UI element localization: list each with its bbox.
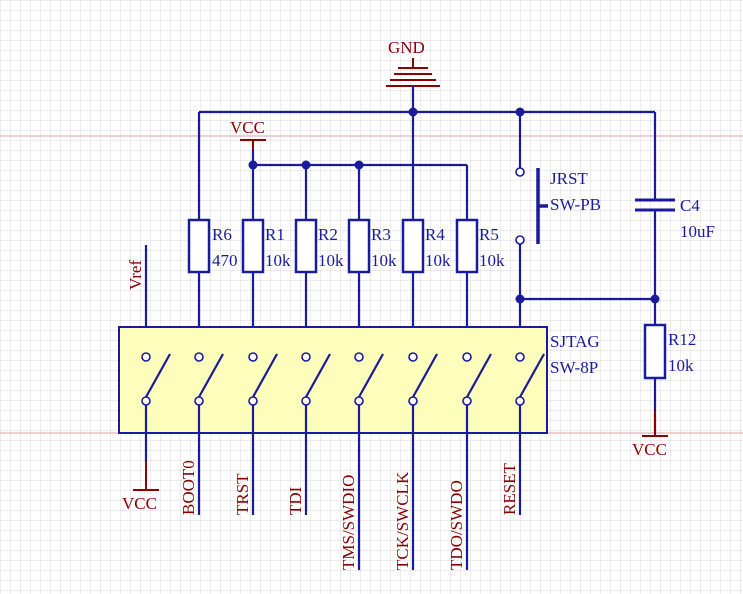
signal-tdi: TDI	[286, 486, 305, 515]
sjtag-ref: SJTAG	[550, 332, 600, 351]
signal-tdo-swdo: TDO/SWDO	[447, 480, 466, 570]
resistor-r2	[294, 218, 318, 357]
resistor-r12	[643, 323, 667, 433]
vcc-top-symbol	[240, 139, 266, 150]
jrst-value: SW-PB	[550, 195, 601, 214]
resistor-r4	[401, 218, 425, 357]
capacitor-c4	[635, 198, 675, 325]
r4-ref: R4	[425, 225, 445, 244]
junction-dot	[248, 160, 258, 170]
vcc-top-label: VCC	[230, 118, 265, 137]
r4-value: 10k	[425, 251, 451, 270]
signal-reset: RESET	[500, 462, 519, 515]
r5-ref: R5	[479, 225, 499, 244]
r2-ref: R2	[318, 225, 338, 244]
r2-value: 10k	[318, 251, 344, 270]
vcc-bottom-right-label: VCC	[632, 440, 667, 459]
r6-value: 470	[212, 251, 238, 270]
dip-channel-1	[141, 352, 171, 406]
vref-net-label: Vref	[126, 260, 145, 290]
resistor-r6	[187, 218, 211, 357]
vcc-bottom-left-symbol	[133, 462, 159, 491]
junction-dot	[515, 107, 525, 117]
r1-ref: R1	[265, 225, 285, 244]
signal-tck-swclk: TCK/SWCLK	[393, 471, 412, 570]
gnd-symbol	[386, 58, 440, 112]
r12-ref: R12	[668, 330, 696, 349]
vcc-bottom-right-symbol	[642, 410, 668, 437]
jrst-ref: JRST	[550, 169, 588, 188]
c4-ref: C4	[680, 196, 700, 215]
r1-value: 10k	[265, 251, 291, 270]
signal-tms-swdio: TMS/SWDIO	[339, 475, 358, 570]
r6-ref: R6	[212, 225, 232, 244]
junction-dot	[515, 294, 525, 304]
signal-boot0: BOOT0	[179, 460, 198, 515]
dip-channel-8	[515, 352, 545, 406]
junction-dot	[408, 107, 418, 117]
r5-value: 10k	[479, 251, 505, 270]
sjtag-value: SW-8P	[550, 358, 598, 377]
junction-dot	[354, 160, 364, 170]
dip-channel-4	[301, 352, 331, 406]
r3-ref: R3	[371, 225, 391, 244]
dip-switch-sjtag-body	[118, 326, 548, 434]
r12-value: 10k	[668, 356, 694, 375]
dip-channel-6	[408, 352, 438, 406]
r3-value: 10k	[371, 251, 397, 270]
gnd-net-label: GND	[388, 38, 425, 57]
vcc-bottom-left-label: VCC	[122, 494, 157, 513]
signal-trst: TRST	[233, 473, 252, 515]
c4-value: 10uF	[680, 222, 715, 241]
junction-dot	[650, 294, 660, 304]
resistor-r1	[241, 218, 265, 357]
junction-dot	[301, 160, 311, 170]
